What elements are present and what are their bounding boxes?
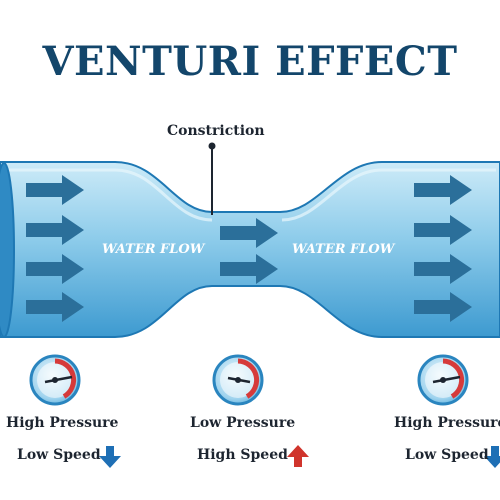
pressure-gauge-middle <box>212 354 264 406</box>
constriction-label: Constriction <box>167 123 265 139</box>
speed-label: Low Speed <box>405 447 489 463</box>
speed-label: Low Speed <box>17 447 101 463</box>
flow-arrow <box>26 175 84 205</box>
flow-arrow <box>220 218 278 248</box>
gauge-needle <box>432 375 461 384</box>
gauge-red-arc <box>237 358 260 399</box>
flow-arrow <box>26 215 84 245</box>
arrow-up-icon <box>287 445 309 467</box>
arrow-down-icon <box>484 446 500 468</box>
flow-arrows-right <box>414 175 472 322</box>
pressure-label: High Pressure <box>6 415 119 431</box>
pressure-gauge-left <box>29 354 81 406</box>
flow-arrow <box>414 292 472 322</box>
pressure-gauge-right <box>417 354 469 406</box>
flow-arrow <box>414 215 472 245</box>
flow-arrow <box>414 175 472 205</box>
flow-arrows-left <box>26 175 84 322</box>
flow-arrows-middle <box>220 218 278 284</box>
gauge-red-arc <box>54 358 77 399</box>
gauge-red-arc <box>442 358 465 399</box>
gauge-needle <box>44 375 73 384</box>
pressure-label: Low Pressure <box>190 415 296 431</box>
flow-arrow <box>26 254 84 284</box>
pressure-label: High Pressure <box>394 415 500 431</box>
pipe-opening <box>0 162 15 338</box>
flow-arrow <box>220 254 278 284</box>
arrow-down-icon <box>99 446 121 468</box>
water-flow-label: WATER FLOW <box>102 242 205 257</box>
page-title: VENTURI EFFECT <box>42 38 458 85</box>
constriction-dot <box>208 142 216 150</box>
speed-label: High Speed <box>197 447 288 463</box>
flow-arrow <box>26 292 84 322</box>
venturi-pipe <box>0 161 500 338</box>
flow-arrow <box>414 254 472 284</box>
water-flow-label: WATER FLOW <box>292 242 395 257</box>
